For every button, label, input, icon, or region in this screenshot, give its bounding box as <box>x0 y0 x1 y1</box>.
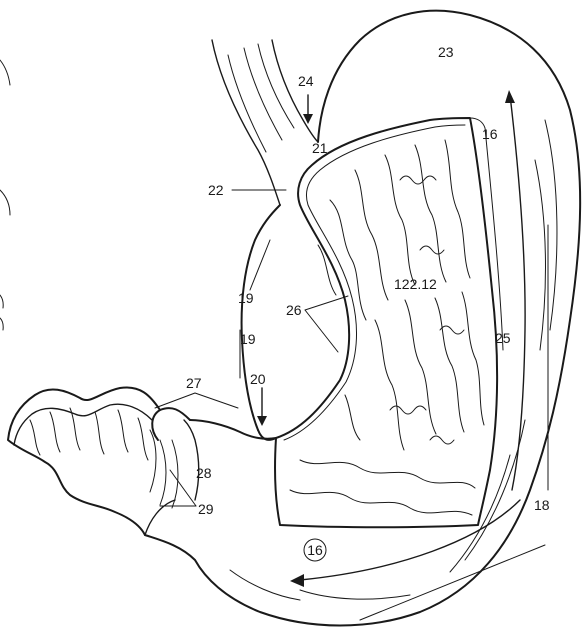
label-16-top: 16 <box>482 126 498 142</box>
pylorus-duodenum <box>8 387 276 535</box>
label-16-circled: 16 <box>307 542 323 558</box>
label-27: 27 <box>186 375 202 391</box>
label-122-12: 122.12 <box>394 276 437 292</box>
label-29: 29 <box>198 501 214 517</box>
labels: 24 21 23 16 22 122.12 19 19 26 25 27 20 … <box>186 44 550 561</box>
esophagus <box>212 40 318 205</box>
label-22: 22 <box>208 182 224 198</box>
left-edge-marks <box>0 60 10 330</box>
cut-window-edge <box>275 118 503 527</box>
label-21: 21 <box>312 140 328 156</box>
label-25: 25 <box>495 330 511 346</box>
label-23: 23 <box>438 44 454 60</box>
label-19-upper: 19 <box>238 290 254 306</box>
label-28: 28 <box>196 465 212 481</box>
label-20: 20 <box>250 371 266 387</box>
label-19-lower: 19 <box>240 331 256 347</box>
label-24: 24 <box>298 73 314 89</box>
label-18: 18 <box>534 497 550 513</box>
label-26: 26 <box>286 302 302 318</box>
